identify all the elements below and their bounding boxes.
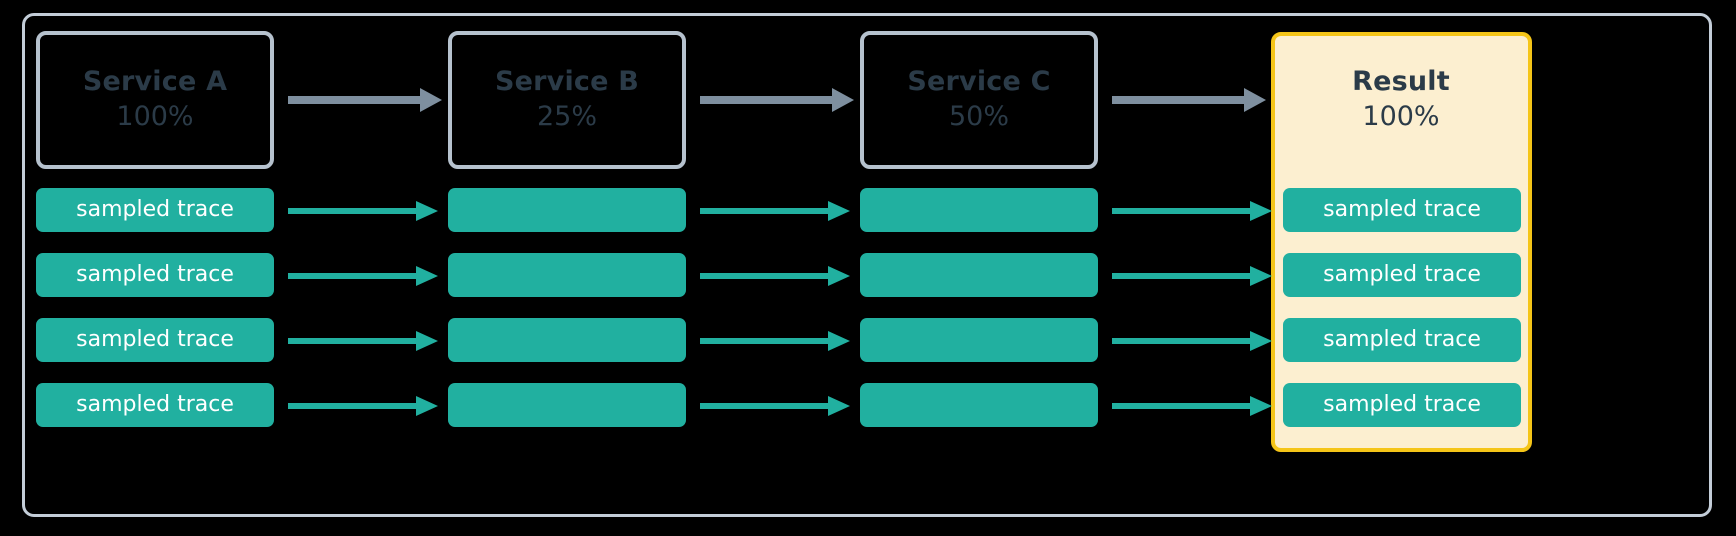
service-box-result[interactable]: Result 100% <box>1282 36 1520 164</box>
service-box-service-b[interactable]: Service B 25% <box>448 31 686 169</box>
trace-bar[interactable] <box>860 383 1098 427</box>
trace-bar[interactable] <box>448 318 686 362</box>
trace-bar[interactable]: sampled trace <box>36 383 274 427</box>
result-name-label: Result <box>1352 65 1450 97</box>
trace-bar[interactable] <box>448 383 686 427</box>
service-percent-label: 100% <box>116 100 194 132</box>
service-percent-label: 50% <box>948 100 1009 132</box>
trace-bar[interactable]: sampled trace <box>36 253 274 297</box>
service-name-label: Service B <box>494 65 640 97</box>
trace-bar[interactable] <box>448 188 686 232</box>
trace-bar[interactable] <box>860 188 1098 232</box>
trace-bar[interactable]: sampled trace <box>36 188 274 232</box>
trace-bar[interactable] <box>860 253 1098 297</box>
service-name-label: Service A <box>82 65 228 97</box>
trace-bar[interactable] <box>448 253 686 297</box>
service-percent-label: 25% <box>536 100 597 132</box>
trace-bar[interactable] <box>860 318 1098 362</box>
service-box-service-c[interactable]: Service C 50% <box>860 31 1098 169</box>
result-percent-label: 100% <box>1362 100 1440 132</box>
diagram-outer-frame <box>22 13 1712 517</box>
trace-bar[interactable]: sampled trace <box>1283 383 1521 427</box>
trace-bar[interactable]: sampled trace <box>36 318 274 362</box>
trace-bar[interactable]: sampled trace <box>1283 188 1521 232</box>
trace-bar[interactable]: sampled trace <box>1283 253 1521 297</box>
service-name-label: Service C <box>907 65 1051 97</box>
result-highlight-panel <box>1271 32 1532 452</box>
service-box-service-a[interactable]: Service A 100% <box>36 31 274 169</box>
trace-bar[interactable]: sampled trace <box>1283 318 1521 362</box>
